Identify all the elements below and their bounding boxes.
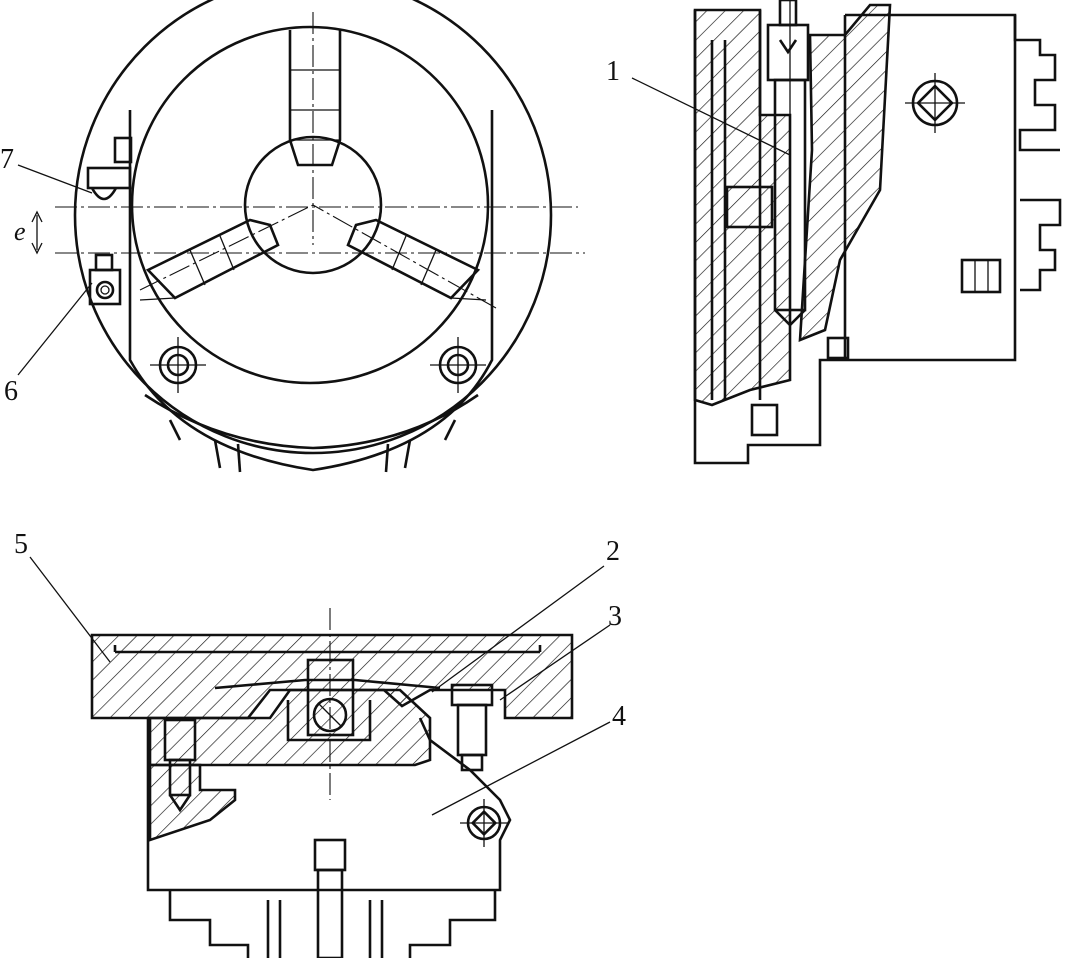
side-view <box>693 0 1062 465</box>
dimension-e: e <box>14 217 26 246</box>
callout-4: 4 <box>612 701 626 732</box>
callout-6: 6 <box>4 376 18 407</box>
callout-2: 2 <box>606 536 620 567</box>
adjust-screw-6 <box>88 253 122 306</box>
callout-3: 3 <box>608 601 622 632</box>
bolt-3 <box>450 683 494 772</box>
callout-7: 7 <box>0 144 14 175</box>
section-view <box>90 608 574 958</box>
bolt-hole-right <box>430 337 486 393</box>
bolt-hole-left <box>150 337 206 393</box>
callout-1: 1 <box>606 56 620 87</box>
leader-lines <box>17 77 791 816</box>
callout-5: 5 <box>14 529 28 560</box>
front-view <box>31 0 585 473</box>
stop-pin-7 <box>86 136 133 201</box>
